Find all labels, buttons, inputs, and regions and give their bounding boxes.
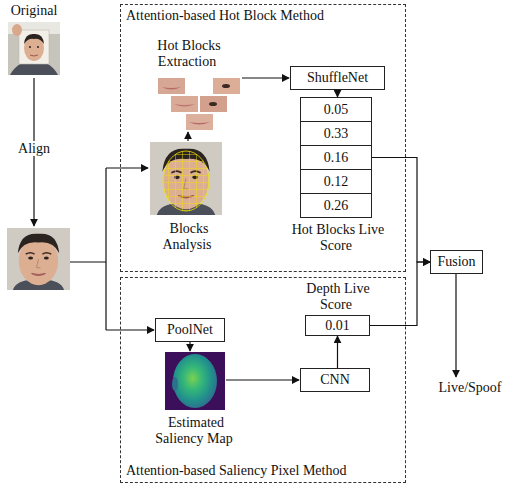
output-label: Live/Spoof xyxy=(437,380,504,395)
block-arrow xyxy=(242,77,289,78)
step-label: Hot Blocks Extraction xyxy=(142,38,234,70)
original-photo xyxy=(8,22,60,75)
layout-arrows xyxy=(34,78,456,380)
score-label: Hot Blocks Live Score xyxy=(282,222,392,254)
extract-arrow xyxy=(187,132,188,141)
hot-block-thumbnails xyxy=(158,78,240,130)
step-label: Blocks Analysis xyxy=(163,221,214,252)
saliency-map xyxy=(173,354,217,408)
box-label: 0.01 xyxy=(325,318,350,334)
score-cell: 0.26 xyxy=(300,193,372,218)
hot-block-thumbnails xyxy=(209,102,217,106)
aligned-face xyxy=(7,228,70,290)
score-label: Hot Blocks Live Score xyxy=(290,222,385,253)
blocks-analysis-face xyxy=(163,151,209,211)
saliency-map xyxy=(172,377,178,391)
branch-arrow xyxy=(106,329,154,330)
box-label: 0.26 xyxy=(324,198,349,214)
hot-block-thumbnails xyxy=(189,122,210,125)
step-label: Blocks Analysis xyxy=(151,221,226,253)
score-label: Depth Live Score xyxy=(297,281,377,313)
box-label: 0.16 xyxy=(324,150,349,166)
region-title: Attention-based Saliency Pixel Method xyxy=(126,463,346,479)
original-photo xyxy=(8,22,60,75)
image-caption: Estimated Saliency Map xyxy=(155,415,234,446)
branch-arrow xyxy=(106,167,148,168)
original-photo xyxy=(29,46,31,48)
region-title: Attention-based Hot Block Method xyxy=(126,8,324,24)
image-caption: Original xyxy=(0,3,69,19)
box-label: 0.05 xyxy=(324,102,349,118)
hot-block-thumbnails xyxy=(171,96,198,112)
network-box: PoolNet xyxy=(155,318,225,342)
image-caption: Original xyxy=(9,3,60,18)
hot-block-thumbnails xyxy=(174,104,195,107)
blocks-analysis-face xyxy=(150,142,222,215)
box-label: ShuffleNet xyxy=(307,70,368,86)
box-label: 0.33 xyxy=(324,126,349,142)
connector-arrow xyxy=(337,90,338,97)
step-label: Hot Blocks Extraction xyxy=(155,38,220,69)
hot-block-thumbnails xyxy=(162,87,181,90)
score-cell: 0.05 xyxy=(300,97,372,122)
method-region: Attention-based Saliency Pixel Method Poo… xyxy=(120,277,406,483)
network-box: ShuffleNet xyxy=(290,66,385,90)
box-label: CNN xyxy=(320,372,350,388)
cnn-arrow xyxy=(226,379,299,380)
output-arrow xyxy=(455,274,456,377)
blocks-analysis-face xyxy=(163,151,209,211)
output-label: Live/Spoof xyxy=(430,380,510,396)
score-box: 0.01 xyxy=(305,315,370,336)
score-label: Depth Live Score xyxy=(304,281,369,312)
box-label: PoolNet xyxy=(167,322,213,338)
original-photo xyxy=(30,55,38,56)
hot-block-thumbnails xyxy=(213,78,240,94)
hot-block-thumbnails xyxy=(186,114,213,130)
score-cell: 0.16 xyxy=(300,145,372,170)
image-caption: Estimated Saliency Map xyxy=(148,415,243,447)
network-box: CNN xyxy=(300,368,370,392)
fusion-box: Fusion xyxy=(430,250,483,274)
original-photo xyxy=(12,24,22,36)
aligned-face xyxy=(7,228,70,290)
hot-block-thumbnails xyxy=(158,78,185,94)
saliency-map xyxy=(165,352,225,410)
score-cell: 0.33 xyxy=(300,121,372,146)
arrow-label: Align xyxy=(16,141,52,156)
branch-line xyxy=(70,168,106,330)
original-photo xyxy=(24,34,44,44)
arrow-label: Align xyxy=(9,141,59,157)
hot-block-thumbnails xyxy=(200,96,227,112)
hot-block-thumbnails xyxy=(222,84,230,88)
score-cell: 0.12 xyxy=(300,169,372,194)
connector-arrow xyxy=(372,158,430,263)
saliency-map xyxy=(165,352,225,410)
saliency-arrow xyxy=(189,342,190,351)
original-photo xyxy=(37,46,39,48)
original-photo xyxy=(19,30,49,64)
connector-arrow xyxy=(337,336,338,368)
blocks-analysis-face xyxy=(150,142,222,215)
box-label: 0.12 xyxy=(324,174,349,190)
box-label: Fusion xyxy=(437,254,475,270)
